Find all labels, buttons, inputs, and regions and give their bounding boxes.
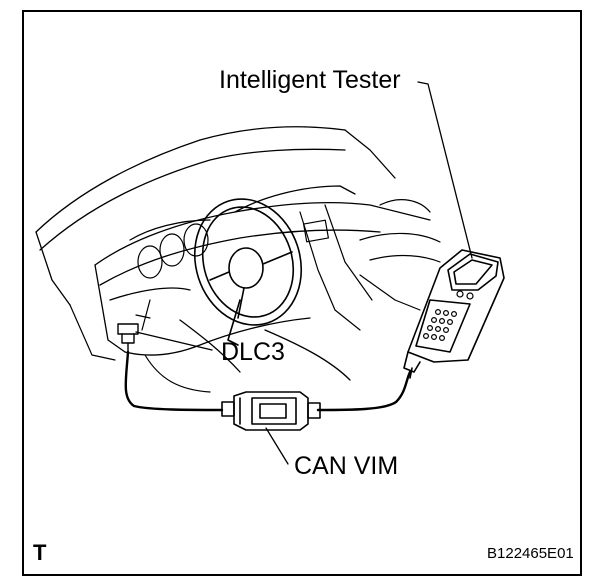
can-vim-module [221,391,321,431]
center-console [299,199,441,331]
figure-frame [22,10,582,576]
dlc3-connector [117,323,139,353]
corner-mark: T [33,540,47,565]
tester-keypad [423,290,474,342]
steering-wheel [193,198,303,346]
dashboard-outline [94,185,431,381]
can-vim-label: CAN VIM [294,452,399,480]
figure-id: B122465E01 [487,545,574,562]
intelligent-tester-label: Intelligent Tester [219,66,401,94]
tester-device [403,249,505,379]
windshield-frame [35,126,396,306]
dlc3-label: DLC3 [221,338,285,366]
lower-dash [69,299,211,393]
gauge-cluster [129,219,211,279]
leader-lines [135,81,473,465]
cable [124,350,412,412]
